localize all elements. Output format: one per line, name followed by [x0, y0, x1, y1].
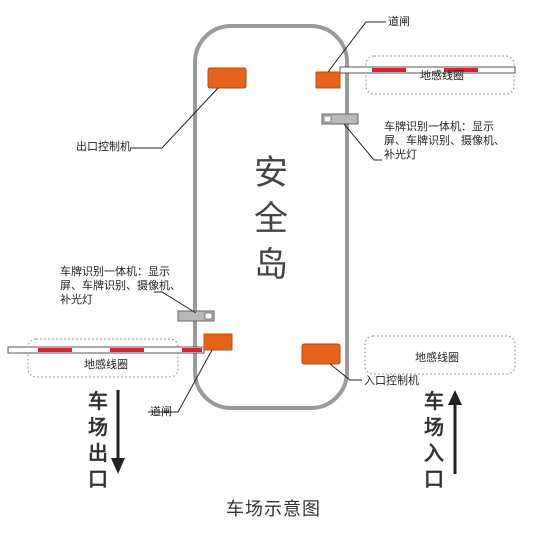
leader-plate-right [343, 123, 382, 161]
leader-gate-top [327, 21, 386, 73]
ground-loop-label-top-right: 地感线圈 [420, 69, 464, 82]
barrier-arm-top [339, 66, 516, 74]
ground-loop-label-bottom-left: 地感线圈 [84, 358, 128, 371]
plate-recognizer-label-left-1: 车牌识别一体机：显示 [60, 265, 170, 278]
gate-box-top [315, 71, 341, 89]
entry-direction-char-1: 车 [424, 389, 444, 413]
plate-recognizer-label-right-2: 屏、车牌识别、摄像机、 [384, 134, 505, 147]
island-char-3: 岛 [254, 245, 288, 285]
plate-recognizer-top-right [321, 113, 359, 125]
plate-recognizer-label-left-3: 补光灯 [60, 293, 93, 306]
plate-recognizer-label-right-1: 车牌识别一体机：显示 [384, 120, 494, 133]
exit-direction-char-1: 车 [88, 389, 108, 413]
ground-loop-top-right [365, 55, 515, 95]
entry-arrow [448, 390, 462, 474]
exit-controller-label: 出口控制机 [76, 140, 131, 153]
gate-box-bottom [203, 333, 233, 351]
ground-loop-label-bottom-right: 地感线圈 [415, 351, 459, 364]
diagram-caption: 车场示意图 [226, 499, 321, 520]
island-char-1: 安 [254, 153, 288, 193]
exit-direction-char-3: 出 [88, 441, 108, 465]
leader-entry-controller [329, 363, 362, 381]
plate-recognizer-label-right-3: 补光灯 [384, 148, 417, 161]
island-char-2: 全 [254, 199, 288, 239]
leader-exit-controller [130, 87, 219, 149]
exit-direction-char-2: 场 [88, 415, 108, 439]
entry-direction-char-3: 入 [424, 441, 444, 465]
ground-loop-bottom-left [27, 338, 179, 378]
leader-gate-bottom [148, 349, 213, 413]
exit-direction-char-4: 口 [88, 467, 108, 491]
safety-island [193, 24, 349, 410]
entry-direction-char-2: 场 [424, 415, 444, 439]
entry-controller [301, 343, 341, 365]
plate-recognizer-bottom-left [177, 310, 215, 322]
gate-label-top: 道闸 [388, 15, 410, 28]
plate-recognizer-label-left-2: 屏、车牌识别、摄像机、 [60, 279, 181, 292]
exit-arrow [111, 390, 125, 474]
entry-controller-label: 入口控制机 [364, 374, 419, 387]
barrier-arm-bottom [7, 346, 205, 354]
gate-label-bottom: 道闸 [150, 405, 172, 418]
leader-plate-left [154, 291, 197, 314]
exit-controller [207, 67, 247, 89]
ground-loop-bottom-right [364, 335, 516, 375]
entry-direction-char-4: 口 [424, 467, 444, 491]
